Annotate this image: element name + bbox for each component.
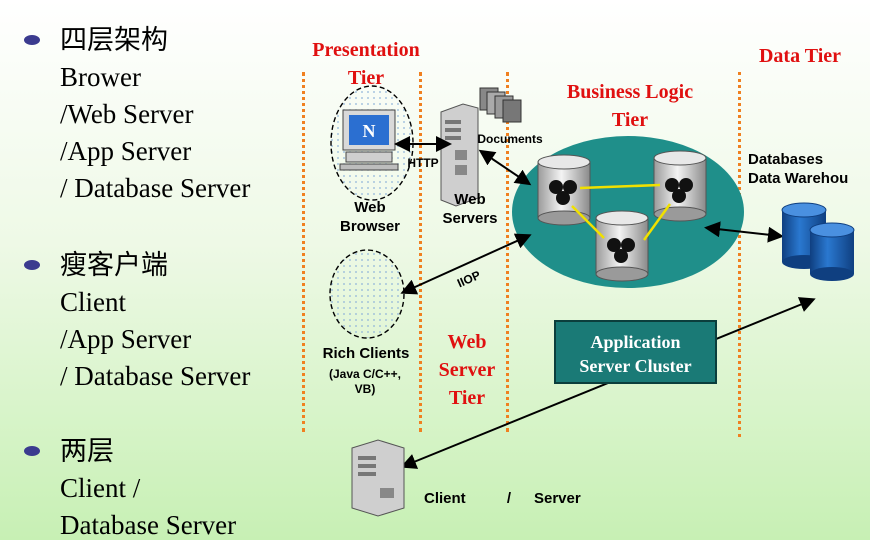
data-tier-label: Data Tier [758, 45, 842, 67]
app-server-cylinder [537, 154, 591, 226]
tier-label-line: Tier [347, 67, 385, 89]
iiop-arrow [400, 233, 532, 295]
app-server-cylinder [595, 210, 649, 282]
client-computer-icon [351, 439, 405, 517]
bullet-line: Database Server [60, 510, 237, 540]
bullet-heading: 四层架构 [60, 25, 168, 55]
bullet-thin-client: 瘦客户端 Client /App Server / Database Serve… [24, 247, 304, 397]
business-tier-label: Business Logic Tier [545, 78, 715, 134]
label-line: VB) [354, 382, 376, 396]
label-line: Web [354, 199, 386, 216]
web-server-icon [440, 103, 479, 207]
web-to-business-arrow [478, 149, 532, 186]
tier-label-line: Web [447, 331, 487, 353]
tier-label-line: Server [438, 359, 496, 381]
presentation-tier-label: Presentation Tier [296, 36, 436, 92]
browser-computer-icon: N [339, 109, 399, 171]
label-line: Servers [442, 210, 498, 227]
tier-label-line: Presentation [312, 39, 420, 61]
bullet-line: /App Server [60, 136, 192, 166]
label-line: Browser [339, 218, 401, 235]
web-servers-label: Web Servers [428, 190, 512, 228]
cluster-links [571, 183, 672, 241]
documents-icon [479, 87, 522, 123]
tier-divider [302, 72, 305, 432]
bullet-icon [24, 446, 40, 456]
rich-client-ellipse [329, 249, 405, 339]
bullet-heading: 瘦客户端 [60, 250, 168, 280]
documents-label: Documents [477, 132, 543, 146]
application-server-cluster-box: Application Server Cluster [554, 320, 717, 384]
bullet-heading: 两层 [60, 436, 114, 466]
tier-label-line: Tier [448, 387, 486, 409]
tier-divider [738, 72, 741, 437]
bullet-line: Client / [60, 473, 141, 503]
cluster-label-line: Application [590, 332, 681, 352]
bullet-line: / Database Server [60, 361, 251, 391]
svg-text:N: N [363, 121, 376, 141]
app-server-cylinder [653, 150, 707, 222]
web-browser-label: Web Browser [320, 198, 420, 236]
rich-clients-label: Rich Clients [322, 345, 410, 362]
client-label: Client [424, 490, 466, 507]
server-label: Server [534, 490, 581, 507]
bullet-two-tier: 两层 Client / Database Server [24, 433, 304, 543]
tier-label-line: Business Logic [566, 81, 694, 103]
bullet-line: /App Server [60, 324, 192, 354]
tier-label-line: Tier [611, 109, 649, 131]
bullet-line: Client [60, 287, 126, 317]
bullet-line: / Database Server [60, 173, 251, 203]
label-line: (Java C/C++, [328, 367, 402, 381]
http-label: HTTP [407, 156, 439, 170]
label-line: Web [454, 191, 486, 208]
databases-label: Databases Data Warehou [748, 150, 868, 188]
bullet-icon [24, 260, 40, 270]
label-line: Databases [748, 151, 824, 168]
rich-clients-sublabel: (Java C/C++, VB) [310, 367, 420, 397]
label-line: Data Warehou [748, 170, 849, 187]
bullet-icon [24, 35, 40, 45]
cluster-label-line: Server Cluster [579, 356, 692, 376]
database-cylinder [809, 222, 855, 281]
client-server-slash: / [506, 490, 512, 507]
bullet-line: /Web Server [60, 99, 194, 129]
business-to-db-arrow [704, 221, 784, 243]
bullet-four-tier: 四层架构 Brower /Web Server /App Server / Da… [24, 22, 304, 212]
web-server-tier-label: Web Server Tier [425, 328, 509, 412]
bullet-line: Brower [60, 62, 141, 92]
